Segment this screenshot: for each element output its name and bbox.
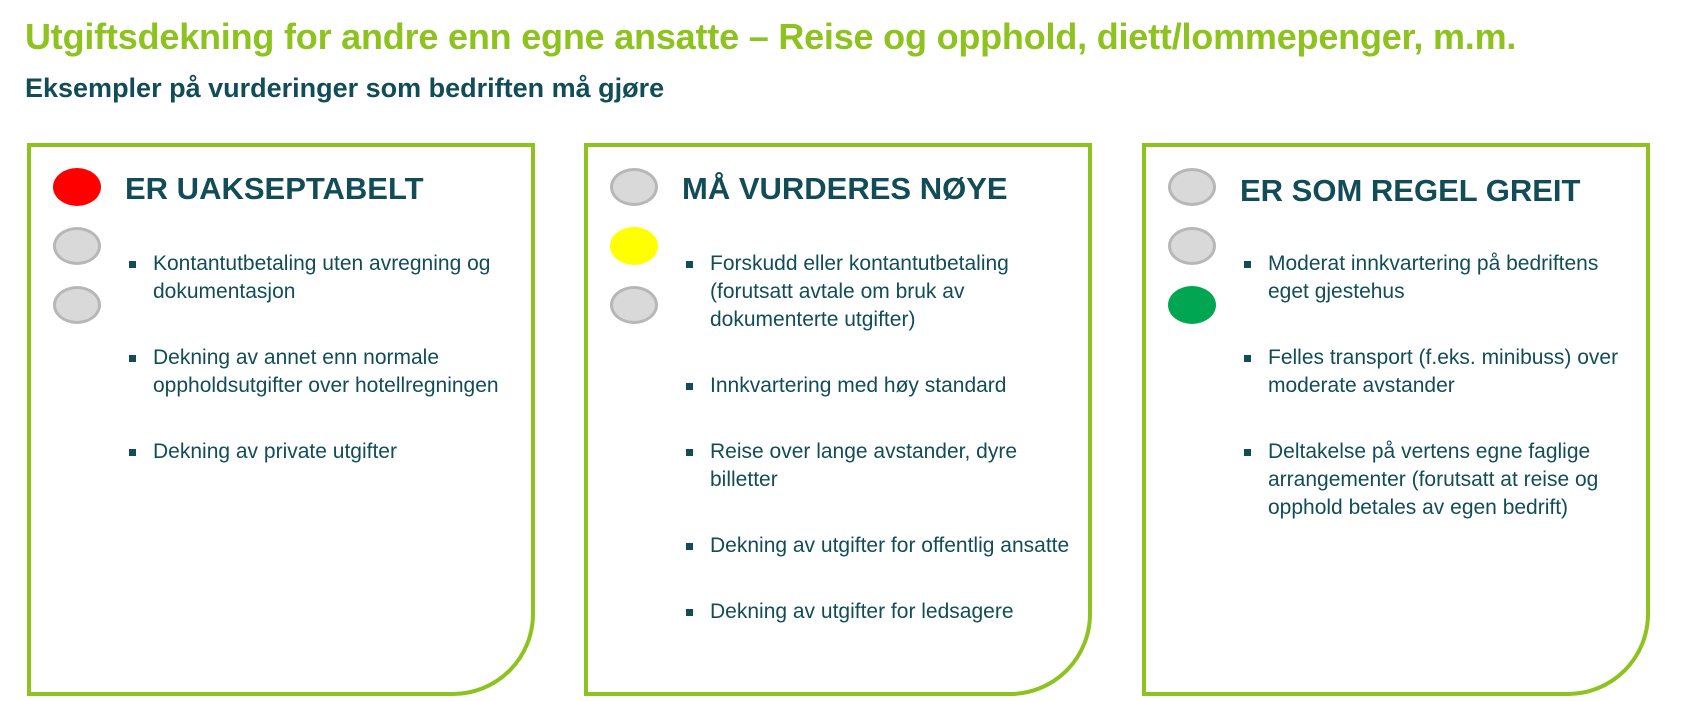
square-bullet-icon	[686, 449, 693, 456]
list-item-text: Deltakelse på vertens egne faglige arran…	[1268, 440, 1599, 519]
list-item: Dekning av private utgifter	[125, 438, 517, 466]
item-list: Moderat innkvartering på bedriftens eget…	[1240, 250, 1632, 560]
list-item-text: Moderat innkvartering på bedriftens eget…	[1268, 252, 1599, 303]
traffic-light-yellow	[1168, 227, 1216, 265]
traffic-light-green	[610, 286, 658, 324]
traffic-light-yellow	[53, 227, 101, 265]
square-bullet-icon	[1244, 261, 1251, 268]
list-item-text: Forskudd eller kontantutbetaling (foruts…	[710, 252, 1009, 331]
list-item: Dekning av utgifter for offentlig ansatt…	[682, 532, 1074, 560]
square-bullet-icon	[686, 609, 693, 616]
square-bullet-icon	[686, 543, 693, 550]
list-item: Kontantutbetaling uten avregning og doku…	[125, 250, 517, 306]
panel-heading: ER SOM REGEL GREIT	[1240, 173, 1581, 208]
traffic-light-yellow-active	[610, 227, 658, 265]
list-item-text: Reise over lange avstander, dyre billett…	[710, 440, 1018, 491]
panel-heading: ER UAKSEPTABELT	[125, 171, 424, 206]
square-bullet-icon	[129, 355, 136, 362]
list-item: Dekning av utgifter for ledsagere	[682, 598, 1074, 626]
page-title: Utgiftsdekning for andre enn egne ansatt…	[25, 16, 1517, 57]
traffic-light-red	[1168, 168, 1216, 206]
list-item-text: Dekning av utgifter for offentlig ansatt…	[710, 534, 1070, 557]
list-item: Moderat innkvartering på bedriftens eget…	[1240, 250, 1632, 306]
list-item: Dekning av annet enn normale oppholdsutg…	[125, 344, 517, 400]
traffic-light-red	[610, 168, 658, 206]
traffic-light-green-active	[1168, 286, 1216, 324]
traffic-light-green	[53, 286, 101, 324]
square-bullet-icon	[686, 383, 693, 390]
panel-unacceptable: ER UAKSEPTABELT Kontantutbetaling uten a…	[27, 143, 535, 696]
panel-heading: MÅ VURDERES NØYE	[682, 171, 1008, 206]
list-item-text: Kontantutbetaling uten avregning og doku…	[153, 252, 491, 303]
square-bullet-icon	[686, 261, 693, 268]
list-item: Forskudd eller kontantutbetaling (foruts…	[682, 250, 1074, 334]
list-item: Felles transport (f.eks. minibuss) over …	[1240, 344, 1632, 400]
panel-must-be-assessed: MÅ VURDERES NØYE Forskudd eller kontantu…	[584, 143, 1092, 696]
panel-generally-ok: ER SOM REGEL GREIT Moderat innkvartering…	[1142, 143, 1650, 696]
list-item-text: Dekning av private utgifter	[153, 440, 397, 463]
list-item-text: Felles transport (f.eks. minibuss) over …	[1268, 346, 1619, 397]
square-bullet-icon	[129, 449, 136, 456]
list-item-text: Dekning av annet enn normale oppholdsutg…	[153, 346, 499, 397]
square-bullet-icon	[1244, 355, 1251, 362]
square-bullet-icon	[129, 261, 136, 268]
list-item: Reise over lange avstander, dyre billett…	[682, 438, 1074, 494]
item-list: Kontantutbetaling uten avregning og doku…	[125, 250, 517, 504]
list-item: Deltakelse på vertens egne faglige arran…	[1240, 438, 1632, 522]
list-item-text: Dekning av utgifter for ledsagere	[710, 600, 1014, 623]
square-bullet-icon	[1244, 449, 1251, 456]
traffic-light-red-active	[53, 168, 101, 206]
item-list: Forskudd eller kontantutbetaling (foruts…	[682, 250, 1074, 664]
list-item: Innkvartering med høy standard	[682, 372, 1074, 400]
page-subtitle: Eksempler på vurderinger som bedriften m…	[25, 73, 665, 103]
list-item-text: Innkvartering med høy standard	[710, 374, 1007, 397]
